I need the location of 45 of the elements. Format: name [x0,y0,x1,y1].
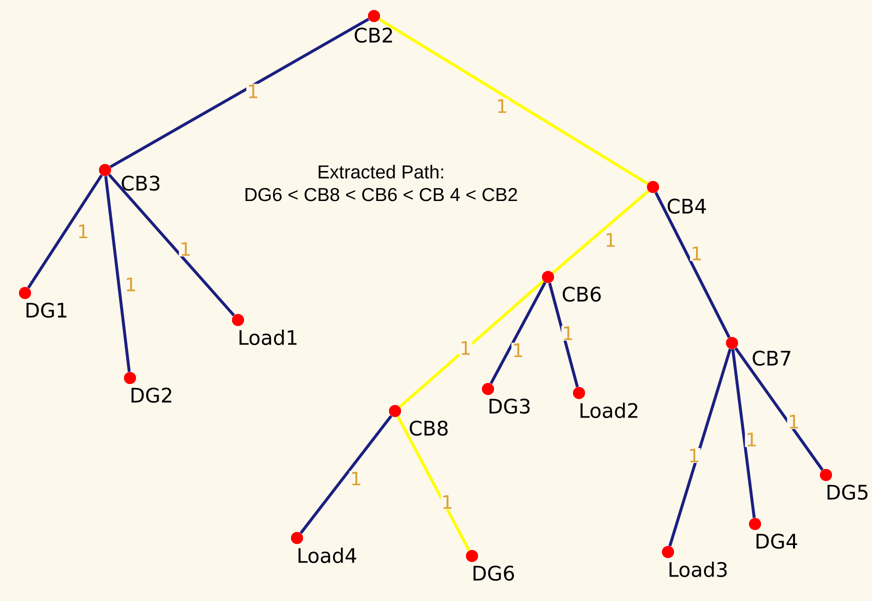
node-label: Load1 [236,328,300,346]
node-label: DG6 [470,564,517,582]
node-label: DG4 [753,532,800,550]
node-label: DG3 [486,397,533,416]
edge-label: 1 [511,342,525,358]
edge-label: 1 [495,98,509,114]
line [108,174,235,316]
edge-label: 1 [604,232,618,248]
line [548,282,579,388]
edge-label: 1 [440,494,454,510]
node-label: DG5 [824,483,871,502]
node-label: DG1 [23,301,70,320]
node-label: CB8 [407,419,450,438]
line [110,18,370,168]
edge-label: 1 [349,471,363,486]
edge-label: 1 [178,242,192,256]
line [104,176,131,372]
node-label: DG2 [128,386,175,404]
edge-label: 1 [744,432,758,447]
node-label: CB3 [119,174,162,192]
node-label: Load3 [666,560,730,578]
edge-label: 1 [561,326,575,341]
line [490,282,546,384]
line [300,415,392,534]
node-label: CB2 [352,26,396,44]
path-line [378,18,648,185]
line [27,174,103,289]
path-caption: Extracted Path: DG6 < CB8 < CB6 < CB 4 < CB2 [246,164,517,202]
edge-label: 1 [124,276,138,292]
line [734,347,824,471]
line [654,192,730,338]
path-line [398,280,544,408]
path-line [552,190,650,274]
node-label: Load4 [295,546,359,564]
edge-label: 1 [458,340,472,356]
node-label: Load2 [577,401,641,420]
edge-label: 1 [690,246,704,261]
edge-label: 1 [787,414,800,430]
node-label: CB7 [750,349,794,368]
edge-label: 1 [687,448,701,463]
line [668,348,732,546]
node-label: CB6 [560,285,604,304]
node-label: CB4 [665,197,708,216]
path-line [396,416,470,552]
line [731,349,756,518]
